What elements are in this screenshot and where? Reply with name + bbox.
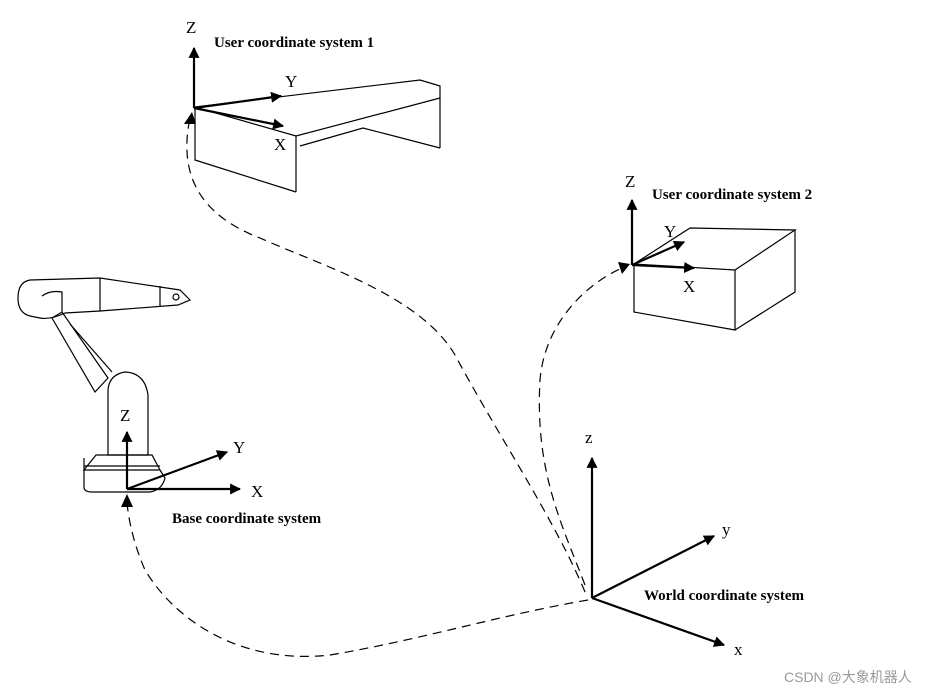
user1-y-axis (193, 91, 283, 110)
robot-arm (17, 277, 192, 493)
user-system-1-title: User coordinate system 1 (214, 35, 374, 51)
world-system-title: World coordinate system (644, 588, 804, 604)
world-to-user2-path (538, 267, 623, 586)
user2-path-arrowhead (618, 262, 630, 274)
user2-y-label: Y (664, 222, 676, 241)
box-object (632, 227, 797, 331)
user-system-2-title: User coordinate system 2 (652, 187, 812, 203)
user1-path-arrowhead (184, 112, 196, 124)
world-y-axis (591, 535, 715, 599)
base-z-label: Z (120, 406, 130, 425)
user2-x-axis (631, 262, 696, 274)
world-z-label: z (585, 428, 593, 447)
base-y-axis (126, 450, 229, 491)
user1-axes (188, 46, 285, 130)
world-y-label: y (722, 520, 731, 539)
world-axes (586, 456, 726, 647)
table-object (194, 79, 441, 193)
world-x-label: x (734, 640, 743, 659)
world-x-axis (591, 596, 726, 647)
user2-z-label: Z (625, 172, 635, 191)
user2-axes (626, 198, 696, 274)
base-y-label: Y (233, 438, 245, 457)
base-axes (121, 430, 242, 495)
watermark: CSDN @大象机器人 (784, 669, 912, 685)
user2-x-label: X (683, 277, 695, 296)
user1-x-label: X (274, 135, 286, 154)
base-x-label: X (251, 482, 263, 501)
base-system-title: Base coordinate system (172, 511, 322, 527)
user1-y-label: Y (285, 72, 297, 91)
world-to-base-path (126, 501, 589, 657)
user2-y-axis (631, 240, 686, 267)
user1-x-axis (193, 106, 285, 130)
base-path-arrowhead (121, 494, 133, 507)
user1-z-label: Z (186, 18, 196, 37)
